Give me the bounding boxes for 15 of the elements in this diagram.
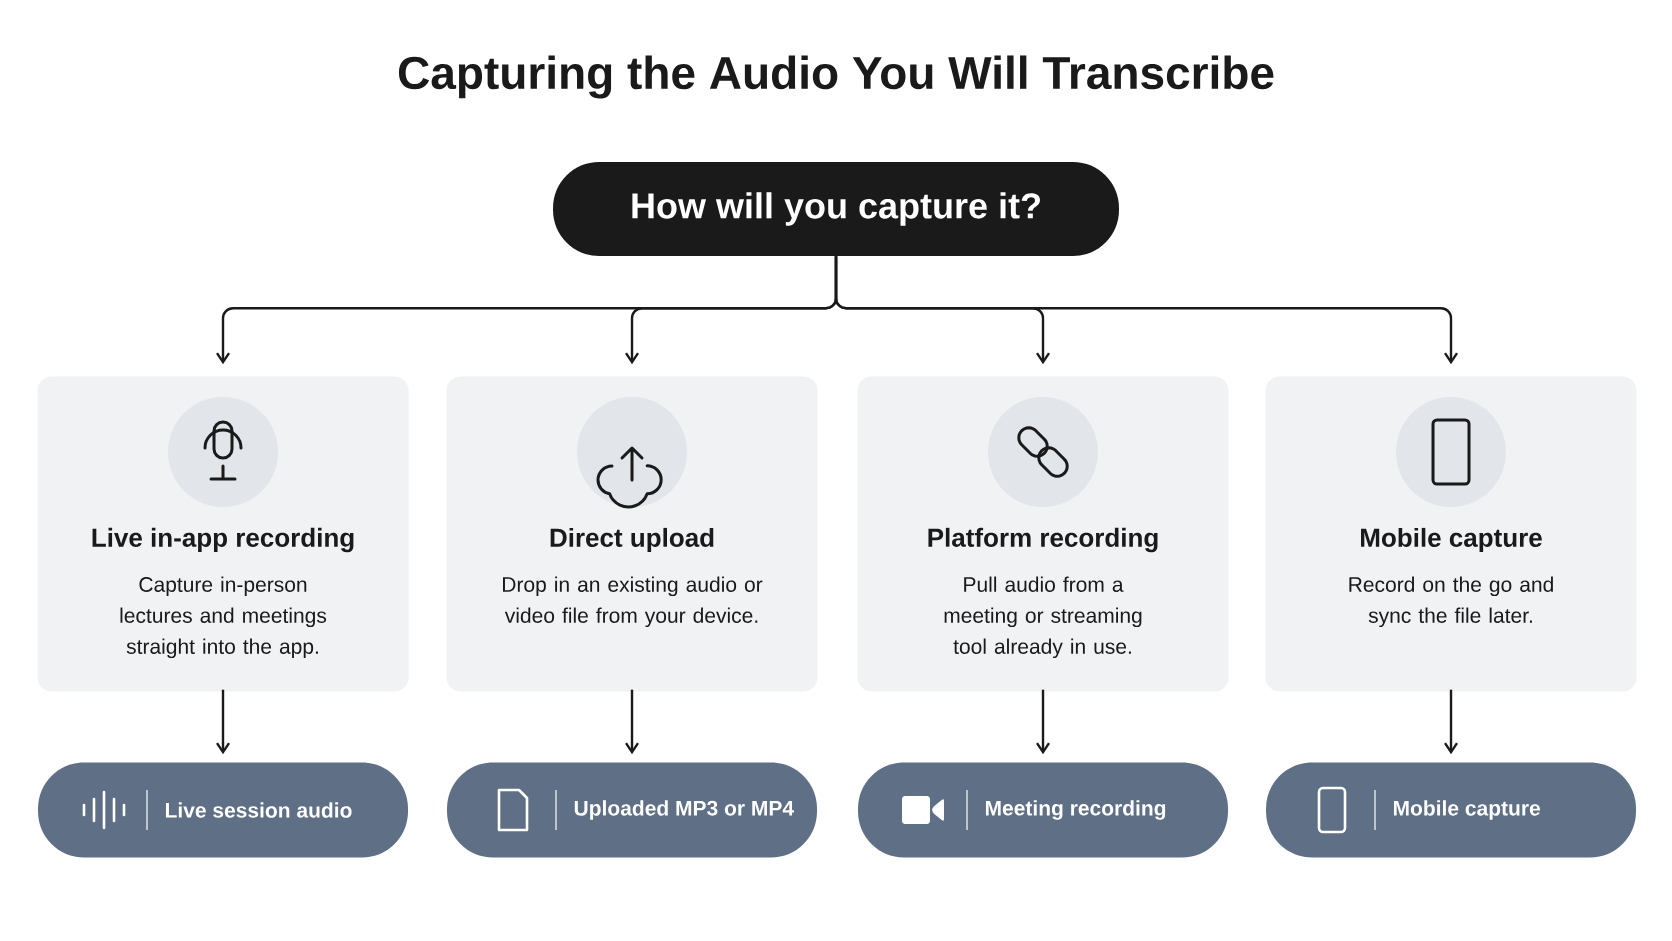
- option-card: Mobile capture Record on the go and sync the file later.: [1265, 376, 1637, 692]
- connector-arrow: [216, 689, 230, 755]
- connector-arrow: [1444, 689, 1458, 755]
- option-card: Direct upload Drop in an existing audio or video file from your device.: [446, 376, 818, 692]
- title: Capturing the Audio You Will Transcribe: [398, 55, 1274, 99]
- connector-arrow: [625, 689, 639, 755]
- result-pill: Meeting recording: [858, 762, 1228, 858]
- option-card: Platform recording Pull audio from a meeting or streaming tool already in use.: [857, 376, 1229, 692]
- connector-arrow: [834, 256, 1458, 365]
- question-pill: How will you capture it?: [553, 162, 1119, 256]
- connector-arrow: [1036, 689, 1050, 755]
- result-pill: Live session audio: [38, 762, 408, 858]
- result-pill: Uploaded MP3 or MP4: [447, 762, 817, 858]
- option-card: Live in-app recording Capture in-person lectures and meetings straight into the app.: [37, 376, 409, 692]
- result-pill: Mobile capture: [1266, 762, 1636, 858]
